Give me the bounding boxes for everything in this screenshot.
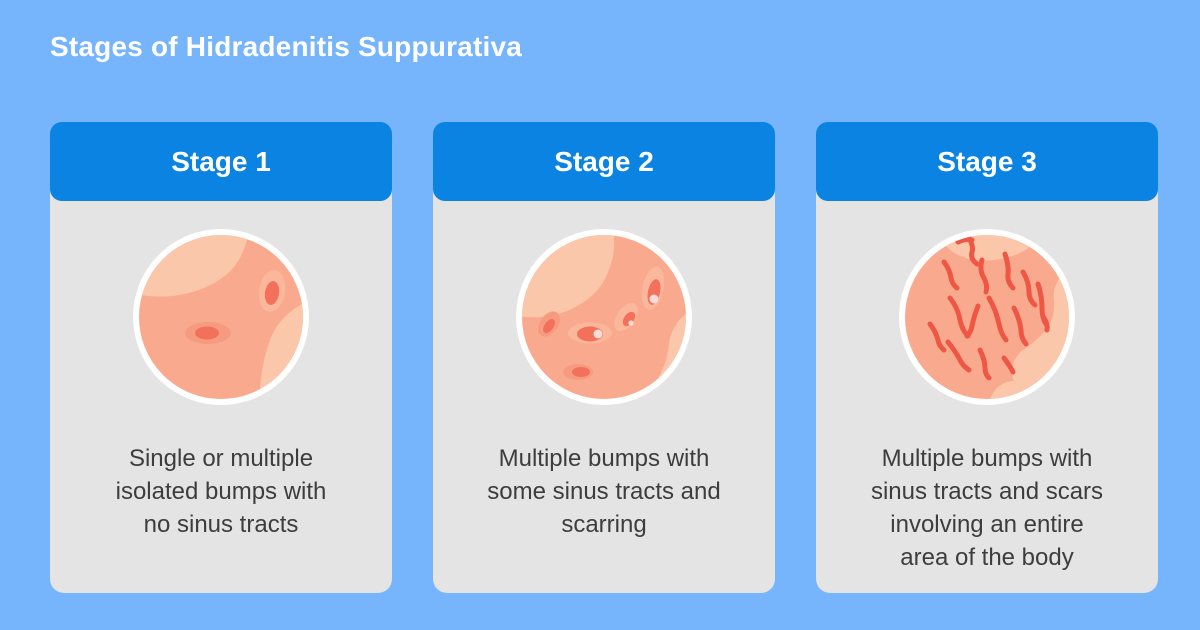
stage-3-description: Multiple bumps with sinus tracts and sca… <box>870 445 1104 571</box>
stage-1-header: Stage 1 <box>50 122 392 201</box>
skin-patch-bumps-sinus-tracts-icon <box>509 222 699 412</box>
stage-1-card: Stage 1 Single or multiple isolat <box>50 122 392 593</box>
stage-2-header: Stage 2 <box>433 122 775 201</box>
stage-2-description: Multiple bumps with some sinus tracts an… <box>487 445 721 538</box>
stage-2-label: Stage 2 <box>554 145 654 177</box>
skin-patch-scars-icon <box>892 222 1082 412</box>
stage-1-description: Single or multiple isolated bumps with n… <box>115 445 327 538</box>
skin-patch-isolated-bumps-icon <box>126 222 316 412</box>
stage-cards: Stage 1 Single or multiple isolat <box>50 122 1158 593</box>
page-title: Stages of Hidradenitis Suppurativa <box>50 31 522 62</box>
stage-1-label: Stage 1 <box>171 145 271 177</box>
stage-3-card: Stage 3 <box>816 122 1158 593</box>
stage-3-header: Stage 3 <box>816 122 1158 201</box>
stage-3-label: Stage 3 <box>937 145 1037 177</box>
stage-2-card: Stage 2 <box>433 122 775 593</box>
